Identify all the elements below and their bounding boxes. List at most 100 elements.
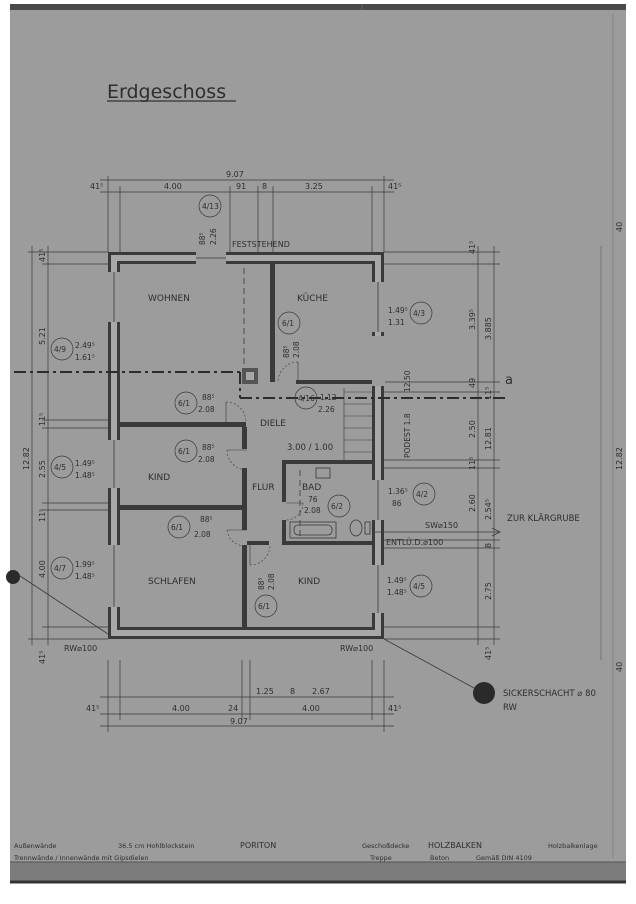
misc-labels: FESTSTEHEND 3.00 / 1.00 ZUR KLÄRGRUBE SW… — [64, 240, 596, 713]
door-wohnen-swing — [225, 401, 247, 423]
door-swings — [225, 361, 304, 566]
tag-door-kind1-w1: 88⁵ — [202, 443, 215, 452]
tag-door-wohnen-w2: 2.08 — [198, 405, 215, 414]
room-flur: FLUR — [252, 483, 275, 493]
tag-top-w1: 88⁵ — [198, 232, 207, 245]
tag-kind1-w1: 1.49⁵ — [75, 459, 95, 468]
dim-bottom-b3: 4.00 — [302, 704, 320, 713]
dim-right-r9: 2.60 — [468, 494, 477, 512]
dim-left-g: 41⁵ — [38, 651, 47, 664]
section-line-a — [14, 371, 505, 399]
dim-top-total: 9.07 — [226, 170, 244, 179]
wall-flur-kind2 — [247, 541, 269, 545]
dim-right-r11: 8 — [484, 543, 493, 548]
dim-top-side-left: 41⁵ — [90, 182, 103, 191]
door-kind1-swing — [226, 449, 248, 471]
tag-door-bad: 6/2 — [331, 502, 343, 511]
tag-entry-w1: 1.12 — [320, 393, 337, 402]
wall-bad-left-upper — [282, 460, 286, 502]
tag-circle-top — [198, 194, 222, 218]
room-kind-1: KIND — [148, 473, 170, 483]
tag-circle-wohnen — [50, 337, 74, 361]
dim-right-r3: 3.885 — [484, 317, 493, 340]
dim-right-r7: 12.81 — [484, 427, 493, 450]
dims-left: 12.82 41⁵ 5.21 11⁵ 2.55 11⁵ 4.00 41⁵ — [22, 249, 47, 664]
window-panes — [113, 257, 379, 613]
interior-walls — [120, 264, 372, 627]
dim-right-r13: 41⁵ — [484, 647, 493, 660]
label-feststehend: FESTSTEHEND — [232, 240, 290, 249]
drainage — [13, 527, 501, 689]
dim-right-edge1: 40 — [615, 222, 624, 232]
dim-left-c: 11⁵ — [38, 413, 47, 426]
footer-f5: HOLZBALKEN — [428, 841, 482, 850]
tag-circle-door-kueche — [277, 311, 301, 335]
tag-circle-door-kind1 — [174, 439, 198, 463]
footer-f8: Treppe — [369, 854, 392, 862]
tag-door-wohnen-w1: 88⁵ — [202, 393, 215, 402]
wall-bad-top — [282, 460, 372, 464]
dim-right-r5: 11⁵ — [484, 387, 493, 400]
toilet-tank — [364, 521, 371, 535]
tag-door-schlafen-w1: 88⁵ — [200, 515, 213, 524]
label-rw-left: RW⌀100 — [64, 644, 97, 653]
dim-right-r4: 49 — [468, 378, 477, 388]
tag-kind2-w2: 1.48⁵ — [387, 588, 407, 597]
wall-wohnen-kueche — [270, 264, 275, 382]
bath-fixtures — [289, 467, 371, 539]
sickerschacht-symbol — [473, 682, 495, 704]
tag-circle-door-kind2 — [254, 594, 278, 618]
room-bad: BAD — [302, 483, 321, 493]
dim-right-r10: 2.54⁵ — [484, 499, 493, 520]
footer-texts: Außenwände 36.5 cm Hohlblockstein PORITO… — [13, 841, 598, 862]
tag-door-schlafen: 6/1 — [171, 523, 183, 532]
tag-bad-window-w1: 1.36⁵ — [388, 487, 408, 496]
room-labels: WOHNEN KÜCHE DIELE KIND FLUR BAD SCHLAFE… — [148, 293, 328, 587]
footer-f2: 36.5 cm Hohlblockstein — [118, 842, 194, 850]
dim-bottom-seg1: 1.25 — [256, 687, 274, 696]
room-kueche: KÜCHE — [297, 293, 328, 304]
dim-bottom-side-right: 41⁵ — [388, 704, 401, 713]
label-sickerschacht: SICKERSCHACHT ⌀ 80 — [503, 689, 596, 699]
tag-door-bad-w1: 76 — [308, 495, 318, 504]
opening-tag-texts: 4/13 88⁵ 2.26 4/9 2.49⁵ 1.61⁵ 4/3 1.49⁵ … — [54, 202, 428, 611]
dim-top-side-right: 41⁵ — [388, 182, 401, 191]
footer-band — [10, 862, 626, 882]
room-kind-2: KIND — [298, 577, 320, 587]
tag-top-w2: 2.26 — [209, 228, 218, 245]
tag-schlafen-w1: 1.99⁵ — [75, 560, 95, 569]
dim-right-r2: 3.39⁵ — [468, 309, 477, 330]
tag-door-kueche-w1: 88⁵ — [282, 345, 291, 358]
label-sickerschacht-rw: RW — [503, 703, 518, 713]
tag-circle-kind2 — [409, 574, 433, 598]
tag-kind2: 4/5 — [413, 582, 425, 591]
paper-sheet — [10, 4, 626, 880]
label-diele-area: 3.00 / 1.00 — [287, 443, 333, 453]
tag-kueche-w2: 1.31 — [388, 318, 405, 327]
toilet — [349, 519, 363, 537]
left-drain-symbol — [6, 570, 20, 584]
door-schlafen-swing — [226, 529, 246, 547]
dims-right: 41⁵ 3.39⁵ 3.885 49 11⁵ 2.50 12.81 11⁵ 2.… — [468, 222, 624, 672]
dim-right-r6: 2.50 — [468, 420, 477, 438]
dim-left-total: 12.82 — [22, 447, 31, 470]
room-wohnen: WOHNEN — [148, 294, 190, 304]
footer-f9: Beton — [430, 854, 449, 862]
wall-schlafen-right-upper — [242, 510, 247, 530]
dim-right-edge2: 12.82 — [615, 447, 624, 470]
tag-kind1-w2: 1.48⁵ — [75, 471, 95, 480]
tag-circle-kind1 — [50, 455, 74, 479]
label-section-a: a — [505, 373, 513, 388]
wall-kind1-right-lower — [242, 468, 247, 508]
dims-bottom: 1.25 8 2.67 41⁵ 4.00 24 4.00 41⁵ 9.07 — [86, 687, 401, 726]
tag-circle-entry — [294, 386, 318, 410]
footer-f10: Gemäß DIN 4109 — [476, 854, 532, 862]
tag-door-kueche-w2: 2.08 — [292, 341, 301, 358]
tag-kueche: 4/3 — [413, 309, 425, 318]
wall-bad-left-lower — [282, 520, 286, 545]
wall-wohnen-kind1 — [120, 422, 246, 427]
dim-bottom-total: 9.07 — [230, 717, 248, 726]
tag-wohnen-w2: 1.61⁵ — [75, 353, 95, 362]
dim-bottom-side-left: 41⁵ — [86, 704, 99, 713]
